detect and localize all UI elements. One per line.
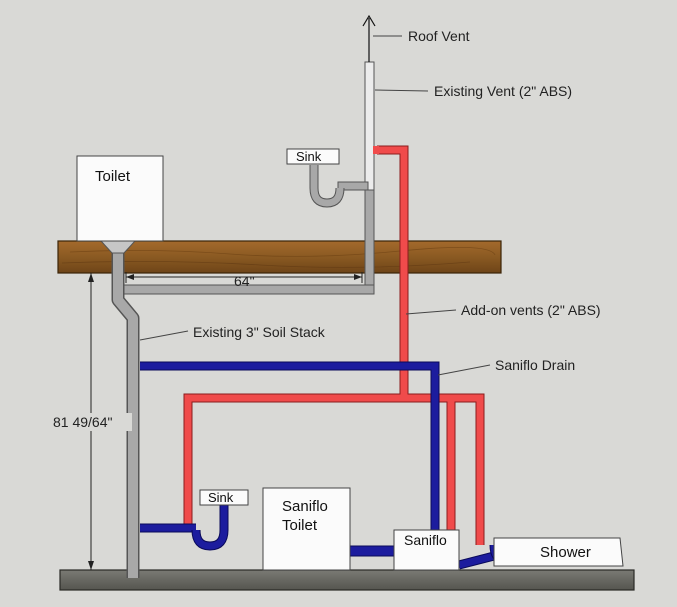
add-on-vents-label: Add-on vents (2" ABS) [461, 302, 601, 318]
basement-floor [59, 569, 635, 591]
shower-label: Shower [540, 544, 591, 561]
shower: Shower [493, 537, 624, 567]
dimension-64: 64" [125, 272, 363, 289]
saniflo-pump: Saniflo [393, 529, 460, 571]
saniflo-toilet: Saniflo Toilet [262, 487, 351, 571]
roof-vent-label: Roof Vent [408, 28, 470, 44]
dimension-64-label: 64" [234, 273, 255, 289]
saniflo-pump-label: Saniflo [404, 532, 447, 548]
dimension-height: 81 49/64" [52, 273, 132, 570]
saniflo-toilet-label-line1: Saniflo [282, 498, 328, 515]
lower-sink: Sink [199, 489, 249, 506]
roof-vent-arrow-icon [362, 14, 376, 62]
leader-lines [139, 35, 491, 376]
saniflo-toilet-label-line2: Toilet [282, 517, 318, 534]
upper-sink-label: Sink [296, 149, 322, 164]
saniflo-drain [140, 361, 521, 570]
upper-sink: Sink [286, 148, 340, 165]
soil-stack-label: Existing 3" Soil Stack [193, 324, 326, 340]
saniflo-drain-label: Saniflo Drain [495, 357, 575, 373]
upper-toilet: Toilet [76, 155, 164, 242]
existing-vent-pipe [364, 61, 375, 191]
dimension-height-label: 81 49/64" [53, 414, 112, 430]
lower-sink-label: Sink [208, 490, 234, 505]
upper-toilet-label: Toilet [95, 168, 131, 185]
upper-sink-trap [309, 165, 345, 208]
existing-vent-label: Existing Vent (2" ABS) [434, 83, 572, 99]
soil-stack [99, 240, 140, 578]
